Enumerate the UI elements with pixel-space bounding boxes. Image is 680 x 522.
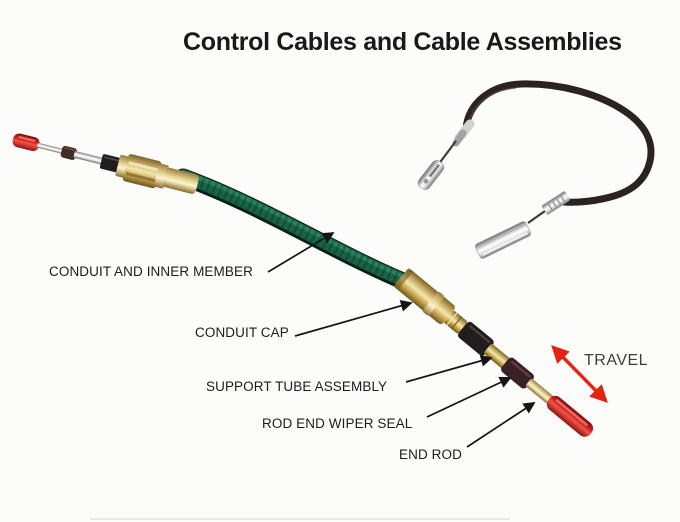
rubber-boot <box>457 321 494 356</box>
travel-double-arrow <box>551 345 608 403</box>
black-conduit <box>462 80 655 206</box>
leader-lines <box>267 232 536 448</box>
leader-end-rod <box>466 402 536 448</box>
page-title: Control Cables and Cable Assemblies <box>183 28 622 56</box>
label-rod-end-wiper-seal: ROD END WIPER SEAL <box>262 416 413 431</box>
end-rod-part <box>525 378 554 404</box>
tab-fitting <box>475 221 531 259</box>
leader-conduit-cap <box>294 300 413 337</box>
conduit-ferrule <box>162 167 199 194</box>
bottom-edge-artifact <box>90 518 510 520</box>
leader-conduit-inner <box>267 232 335 273</box>
conduit-and-inner-member-part <box>174 168 412 290</box>
leader-support-tube <box>405 355 493 383</box>
label-travel: TRAVEL <box>584 352 649 369</box>
ferrule-band <box>452 129 467 147</box>
label-end-rod: END ROD <box>399 447 462 462</box>
jam-nut <box>154 163 169 189</box>
label-support-tube-assembly: SUPPORT TUBE ASSEMBLY <box>206 379 388 394</box>
cable-assembly-photo <box>417 80 655 259</box>
conduit-cap-part <box>394 269 455 325</box>
clevis-fitting <box>417 160 445 190</box>
label-conduit-and-inner-member: CONDUIT AND INNER MEMBER <box>49 264 253 279</box>
leader-wiper-seal <box>426 376 512 418</box>
inner-cable <box>527 210 546 224</box>
left-end-assembly <box>12 133 199 194</box>
inner-rod <box>36 142 65 155</box>
wiper-seal-part <box>501 357 534 389</box>
support-tube-part <box>484 344 511 369</box>
right-red-end-cap <box>546 395 594 437</box>
inner-rod <box>73 150 105 165</box>
threaded-fitting <box>542 191 570 215</box>
label-conduit-cap: CONDUIT CAP <box>195 325 289 340</box>
conduit-highlight <box>467 87 517 128</box>
right-end-assembly <box>393 267 594 437</box>
left-red-end-cap <box>12 133 40 152</box>
inner-cable <box>437 140 457 166</box>
